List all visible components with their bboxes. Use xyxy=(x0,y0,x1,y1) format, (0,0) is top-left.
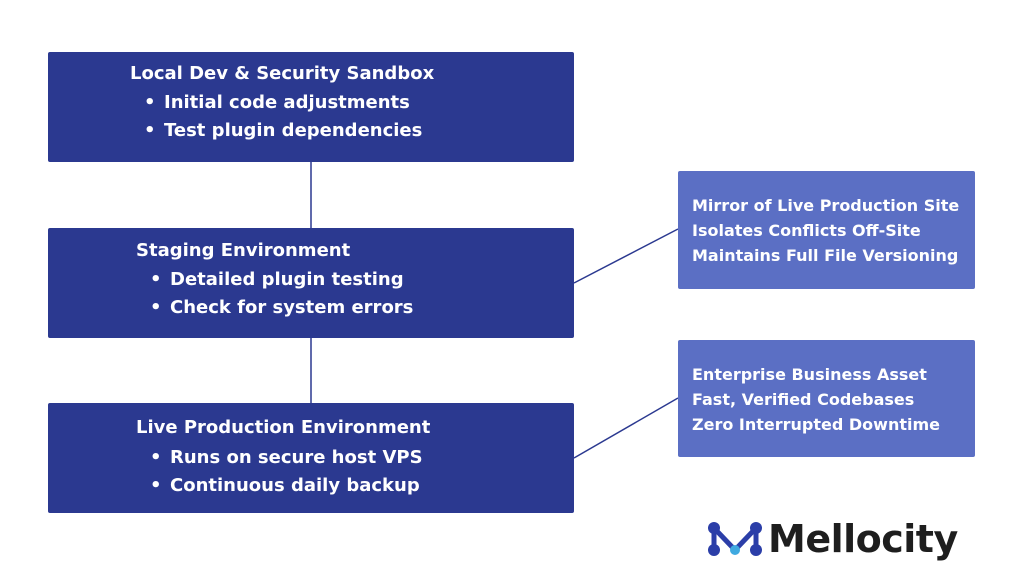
note-box-production: Enterprise Business Asset Fast, Verified… xyxy=(678,340,975,457)
note-line: Isolates Conflicts Off-Site xyxy=(692,221,921,240)
stage-title: Staging Environment xyxy=(136,240,351,261)
stage-box-live-production: Live Production Environment Runs on secu… xyxy=(48,403,574,513)
connector-stage3-note2 xyxy=(573,397,679,459)
stage-bullet: Runs on secure host VPS xyxy=(150,444,423,472)
stage-bullet: Continuous daily backup xyxy=(150,472,423,500)
note-line: Enterprise Business Asset xyxy=(692,365,927,384)
stage-title: Local Dev & Security Sandbox xyxy=(130,63,435,84)
stage-box-local-dev: Local Dev & Security Sandbox Initial cod… xyxy=(48,52,574,162)
stage-bullet-list: Runs on secure host VPS Continuous daily… xyxy=(150,444,423,500)
note-line: Zero Interrupted Downtime xyxy=(692,415,940,434)
stage-bullet: Initial code adjustments xyxy=(144,89,422,117)
note-line: Maintains Full File Versioning xyxy=(692,246,959,265)
stage-bullet-list: Initial code adjustments Test plugin dep… xyxy=(144,89,422,145)
brand-name: Mellocity xyxy=(768,517,958,561)
stage-bullet-list: Detailed plugin testing Check for system… xyxy=(150,266,413,322)
stage-box-staging: Staging Environment Detailed plugin test… xyxy=(48,228,574,338)
mellocity-logo-icon xyxy=(708,522,762,556)
note-line: Fast, Verified Codebases xyxy=(692,390,915,409)
stage-bullet: Check for system errors xyxy=(150,294,413,322)
note-box-staging: Mirror of Live Production Site Isolates … xyxy=(678,171,975,289)
stage-bullet: Test plugin dependencies xyxy=(144,117,422,145)
note-line: Mirror of Live Production Site xyxy=(692,196,960,215)
brand-logo: Mellocity xyxy=(706,513,958,565)
stage-title: Live Production Environment xyxy=(136,417,431,438)
stage-bullet: Detailed plugin testing xyxy=(150,266,413,294)
connector-stage2-note1 xyxy=(573,228,679,284)
